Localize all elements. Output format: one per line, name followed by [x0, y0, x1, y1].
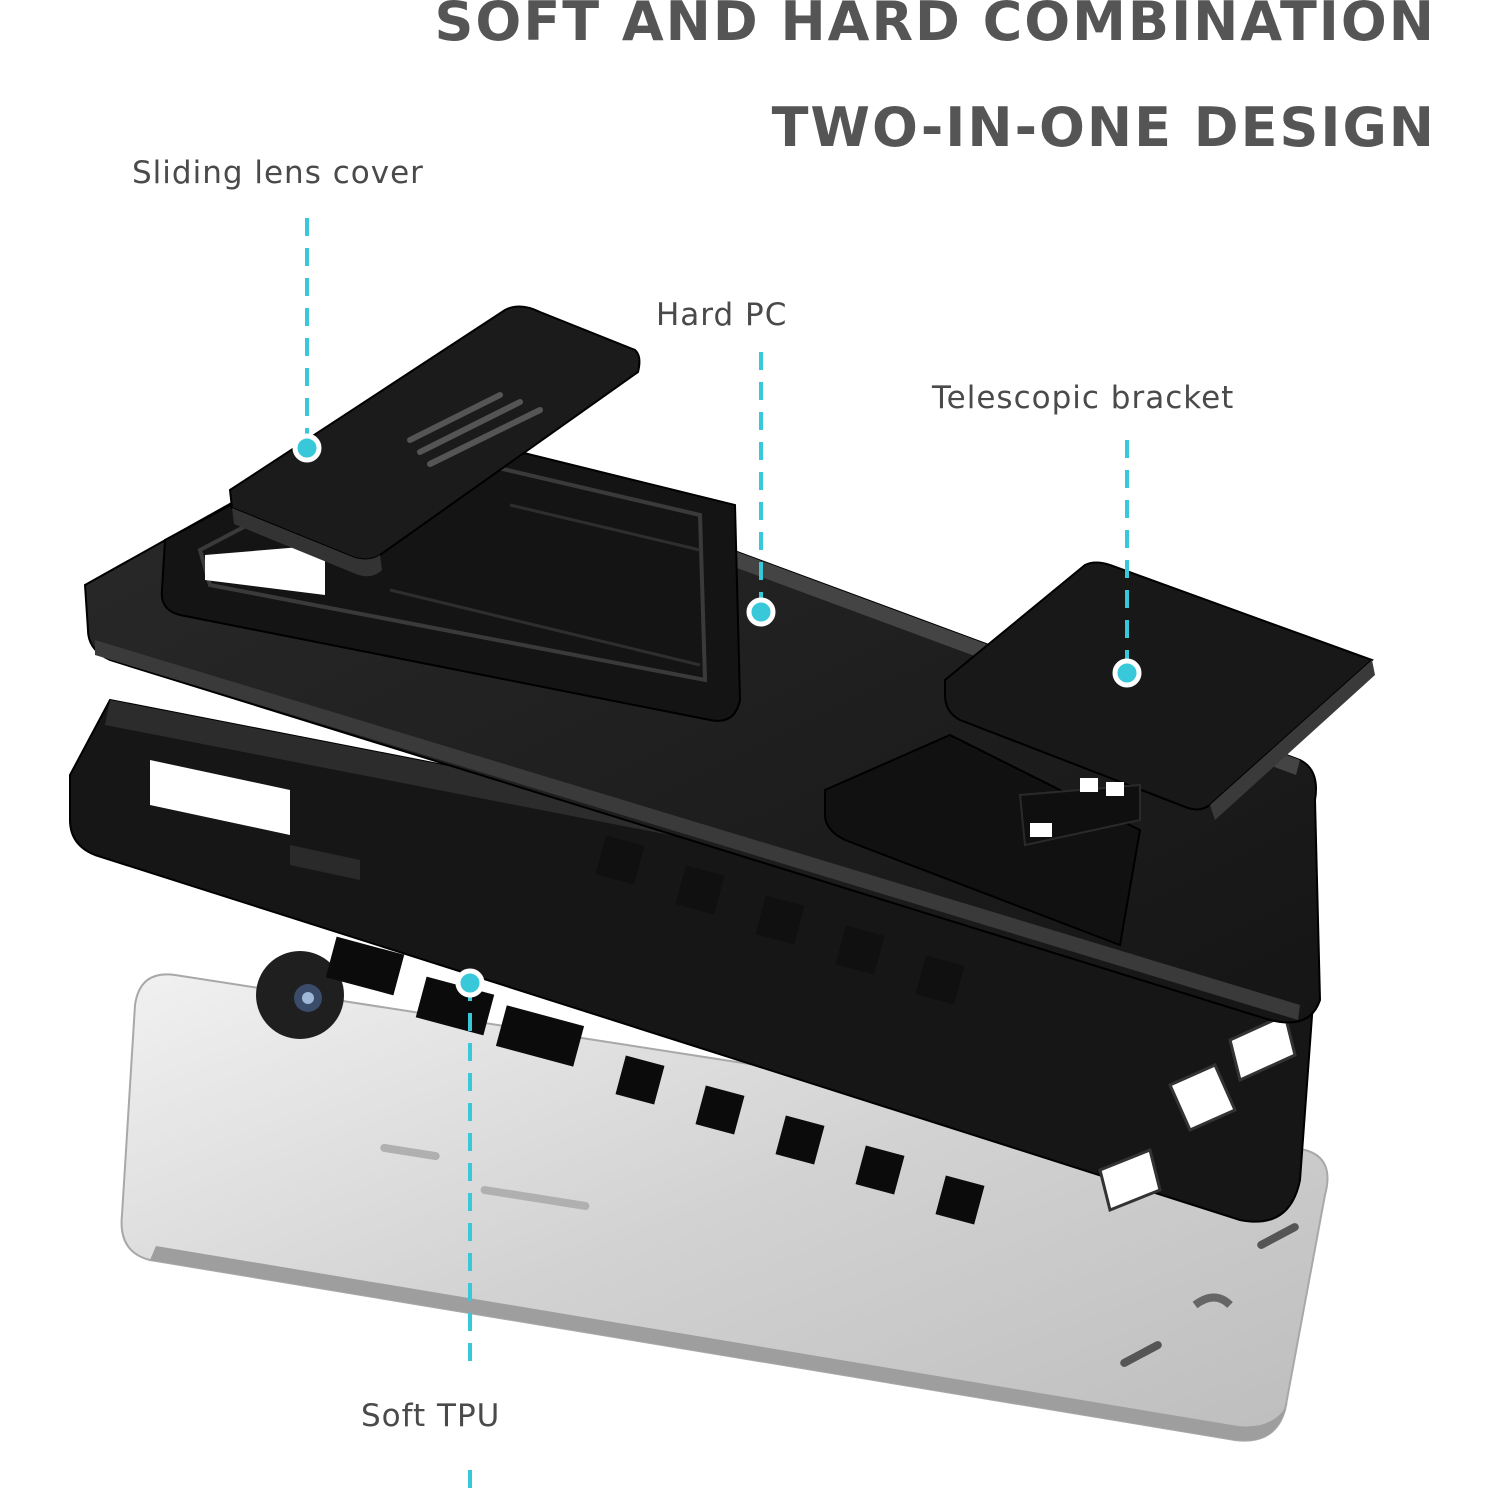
- sliding-lens-cover: [228, 305, 641, 577]
- callout-sliding-lens-cover: Sliding lens cover: [132, 155, 424, 191]
- lens-cover-dot-icon: [292, 433, 322, 463]
- telescopic-bracket: [824, 561, 1375, 947]
- headline-line-2: TWO-IN-ONE DESIGN: [771, 96, 1436, 159]
- headline-line-1: SOFT AND HARD COMBINATION: [434, 0, 1436, 53]
- soft-tpu-dot-icon: [455, 968, 485, 998]
- phone-body: [120, 951, 1329, 1442]
- callout-hard-pc: Hard PC: [656, 297, 788, 333]
- callout-soft-tpu: Soft TPU: [361, 1398, 501, 1434]
- hard-pc-dot-icon: [746, 597, 776, 627]
- callout-telescopic-bracket: Telescopic bracket: [932, 380, 1235, 416]
- bracket-dot-icon: [1112, 658, 1142, 688]
